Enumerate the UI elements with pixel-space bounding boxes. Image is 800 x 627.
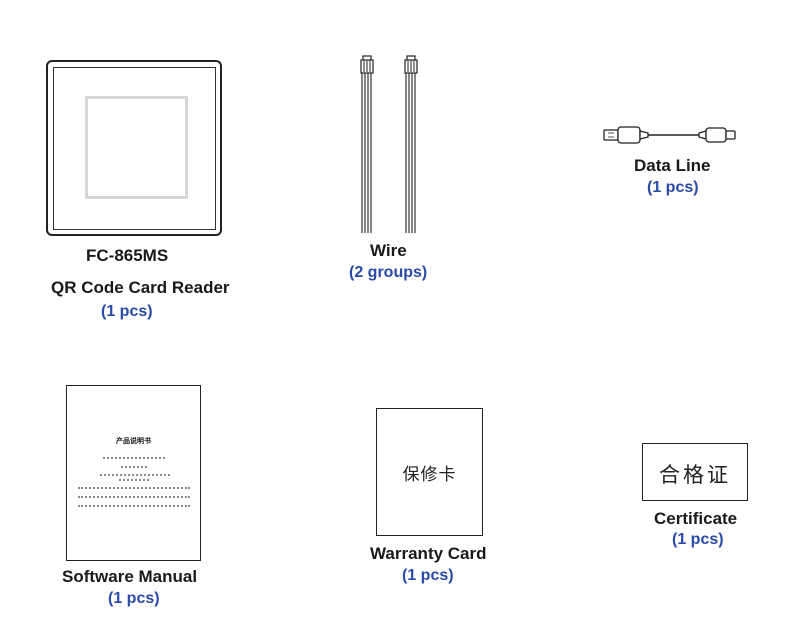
manual-text-line bbox=[78, 487, 190, 489]
reader-outer-frame bbox=[46, 60, 222, 236]
manual-text-line bbox=[100, 474, 170, 476]
manual-text-line bbox=[121, 466, 147, 468]
reader-inner-frame bbox=[53, 67, 216, 230]
reader-name-label: QR Code Card Reader bbox=[51, 278, 230, 297]
wire-qty-label: (2 groups) bbox=[349, 264, 428, 281]
certificate-cover bbox=[642, 443, 748, 501]
warranty-card-cover-text: 保修卡 bbox=[402, 465, 457, 485]
warranty-name-label: Warranty Card bbox=[370, 544, 487, 563]
manual-text-line bbox=[103, 457, 165, 459]
manual-qty-label: (1 pcs) bbox=[108, 590, 160, 607]
manual-text-line bbox=[78, 496, 190, 498]
wire-name-label: Wire bbox=[370, 241, 407, 260]
manual-text-line bbox=[78, 505, 190, 507]
warranty-card-cover bbox=[376, 408, 483, 536]
manual-text-line bbox=[119, 479, 149, 481]
manual-cover bbox=[66, 385, 201, 561]
manual-cover-title: 产品说明书 bbox=[116, 437, 151, 445]
reader-qty-label: (1 pcs) bbox=[101, 303, 153, 320]
warranty-qty-label: (1 pcs) bbox=[402, 567, 454, 584]
wire-bundle-icon bbox=[360, 55, 418, 233]
usb-cable-icon bbox=[603, 126, 736, 144]
reader-scan-window bbox=[85, 96, 188, 199]
manual-name-label: Software Manual bbox=[62, 567, 198, 586]
certificate-name-label: Certificate bbox=[654, 509, 738, 528]
certificate-qty-label: (1 pcs) bbox=[672, 531, 724, 548]
reader-model-label: FC-865MS bbox=[86, 246, 169, 265]
data-line-name-label: Data Line bbox=[634, 156, 711, 175]
certificate-cover-text: 合格证 bbox=[659, 463, 731, 487]
data-line-qty-label: (1 pcs) bbox=[647, 179, 699, 196]
